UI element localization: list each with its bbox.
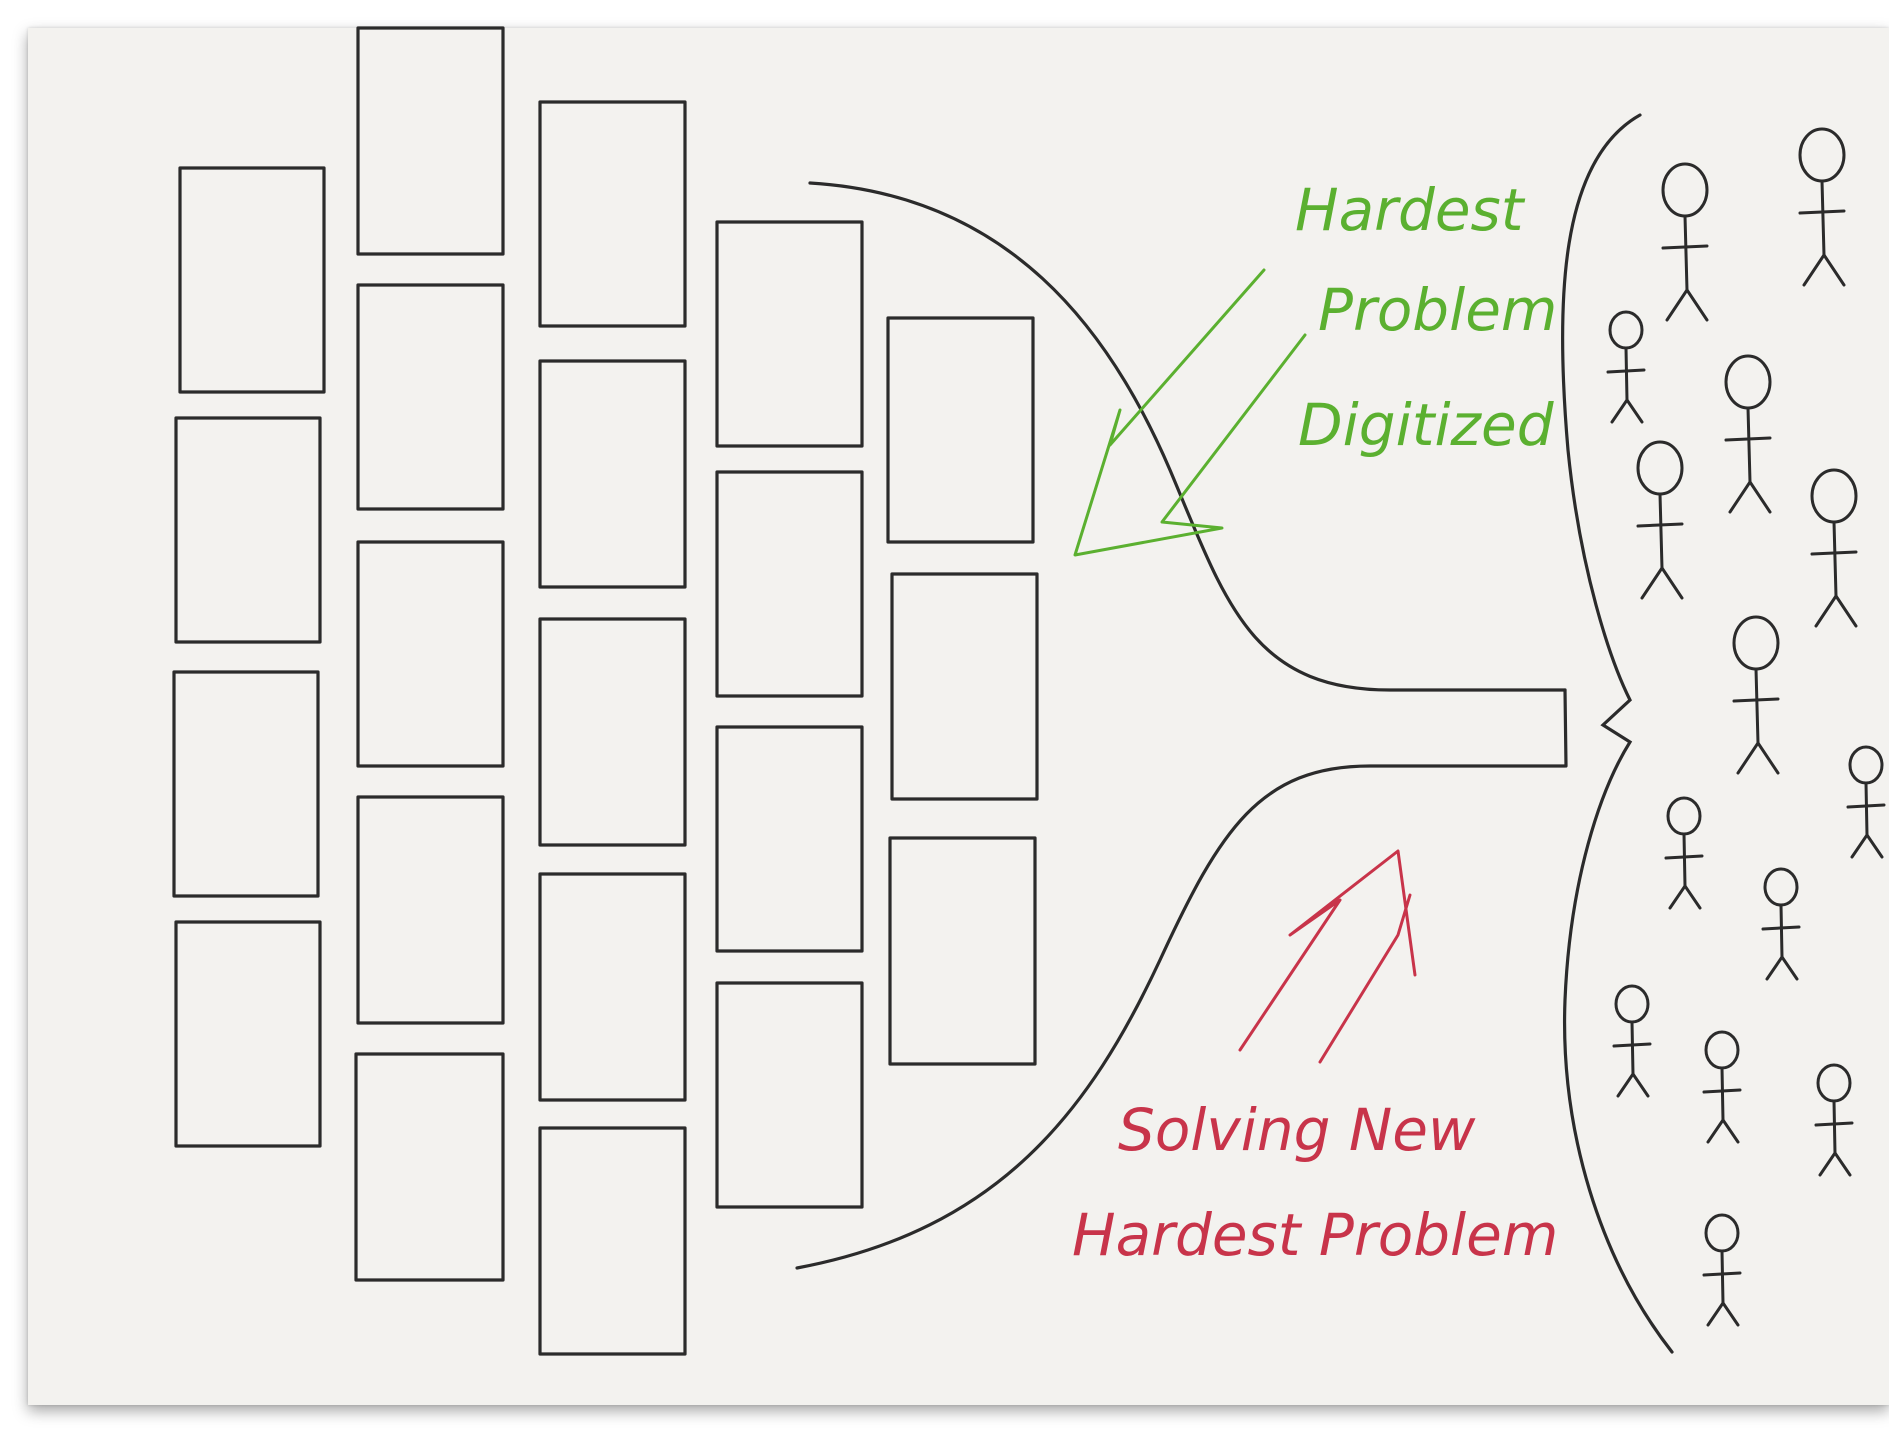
stick-figure [1612,984,1652,1098]
problem-box [174,416,322,644]
stick-figure [1606,310,1646,424]
problem-box [538,100,687,328]
stick-figure [1636,440,1684,600]
problem-box [354,1052,505,1282]
red-label-line-2: Hardest Problem [1072,1201,1558,1269]
problem-box [538,872,687,1102]
funnel [795,181,1568,1270]
problem-box [715,220,864,448]
red-arrow-left [1238,849,1417,1052]
green-label-line-3: Digitized [1298,391,1555,459]
problem-box [715,725,864,953]
red-arrow-right [1318,893,1412,1064]
crowd-bracket [1560,113,1674,1354]
stick-figure [1732,615,1780,775]
problem-box [356,540,505,768]
red-label: Solving New Hardest Problem [1072,1096,1558,1269]
green-arrow-outer [1073,268,1307,557]
stick-figure [1702,1030,1742,1144]
whiteboard-card [28,28,1889,1405]
stick-figure [1846,745,1886,859]
problem-box [715,981,864,1209]
green-label-line-2: Problem [1318,276,1557,344]
stick-figure [1724,354,1772,514]
stick-figure [1798,127,1846,287]
problem-box [715,470,864,698]
stick-figure [1664,796,1704,910]
problem-box [890,572,1039,801]
problem-box [174,920,322,1148]
problem-box [356,26,505,256]
problem-box [538,617,687,847]
problem-box [356,795,505,1025]
green-arrows [1073,268,1307,557]
crowd [1606,127,1886,1327]
funnel-top-curve [808,181,1567,692]
problem-box [888,836,1037,1066]
red-label-line-1: Solving New [1118,1096,1476,1164]
stick-figure [1810,468,1858,628]
funnel-end [1563,688,1568,768]
problem-box [172,670,320,898]
problem-box [356,283,505,511]
box-grid [172,26,1039,1356]
problem-box [538,1126,687,1356]
problem-box [178,166,326,394]
problem-box [886,316,1035,544]
stick-figure [1702,1213,1742,1327]
problem-box [538,359,687,589]
stick-figure [1814,1063,1854,1177]
red-arrows [1238,849,1417,1064]
funnel-bottom-curve [795,764,1567,1270]
stick-figure [1661,162,1709,322]
green-label: Hardest Problem Digitized [1295,176,1557,459]
stick-figure [1761,867,1801,981]
green-label-line-1: Hardest [1295,176,1526,244]
